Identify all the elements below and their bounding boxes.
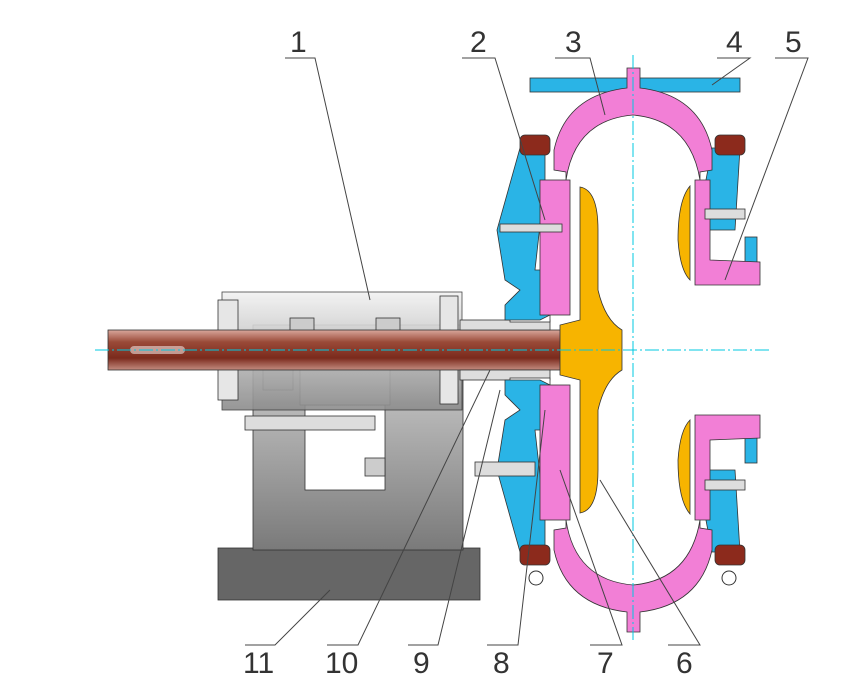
part-label-2: 2 (470, 26, 487, 59)
part-label-9: 9 (413, 647, 430, 680)
part-label-10: 10 (325, 647, 358, 680)
part-label-6: 6 (676, 647, 693, 680)
part-label-4: 4 (726, 26, 743, 59)
part-label-5: 5 (785, 26, 802, 59)
part-label-11: 11 (243, 647, 274, 680)
part-label-7: 7 (597, 647, 614, 680)
bolts (474, 208, 746, 491)
part-label-3: 3 (565, 26, 582, 59)
lifting-lugs (528, 570, 737, 586)
leader-lines (245, 57, 809, 646)
part-label-8: 8 (493, 647, 510, 680)
casing-clamp-ring (519, 134, 746, 566)
part-label-1: 1 (290, 26, 307, 59)
